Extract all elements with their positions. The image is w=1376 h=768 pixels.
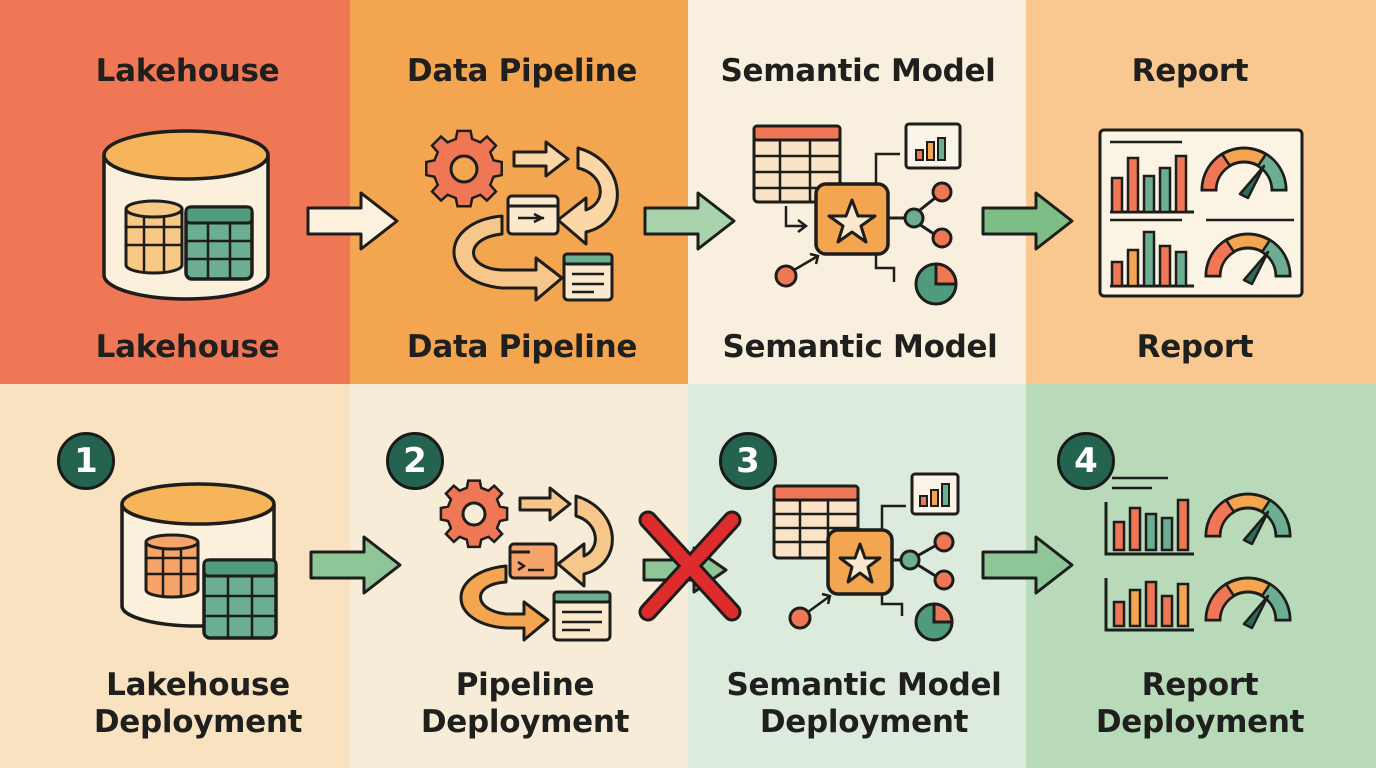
semantic-caption: Semantic Model	[722, 329, 998, 365]
database-icon	[102, 129, 270, 301]
pipeline-caption: Data Pipeline	[406, 329, 638, 365]
report-dashboard-icon	[1098, 128, 1304, 298]
step-badge-2: 2	[386, 432, 444, 490]
semantic-model-icon	[752, 122, 962, 306]
lakehouse-deployment-caption: Lakehouse Deployment	[48, 667, 348, 741]
report-deployment-caption: Report Deployment	[1050, 667, 1350, 741]
step-badge-3: 3	[719, 432, 777, 490]
arrow-right-icon	[643, 191, 736, 251]
lakehouse-caption: Lakehouse	[95, 329, 280, 365]
step-badge-4: 4	[1057, 432, 1115, 490]
arrow-right-icon	[981, 535, 1074, 595]
semantic-deployment-line2: Deployment	[759, 704, 969, 740]
report-deployment-line2: Deployment	[1095, 704, 1305, 740]
report-dashboard-icon	[1104, 476, 1292, 632]
lakehouse-deployment-line2: Deployment	[93, 704, 303, 740]
semantic-title: Semantic Model	[720, 53, 996, 89]
step-badge-1: 1	[57, 432, 115, 490]
pipeline-deployment-caption: Pipeline Deployment	[375, 667, 675, 741]
failed-cross-icon	[638, 510, 742, 622]
pipeline-deployment-line2: Deployment	[420, 704, 630, 740]
report-caption: Report	[1136, 329, 1254, 365]
panel-pipeline-top	[350, 0, 688, 384]
pipeline-deployment-line1: Pipeline	[455, 667, 595, 703]
report-title: Report	[1131, 53, 1249, 89]
pipeline-icon	[425, 129, 619, 302]
semantic-deployment-line1: Semantic Model	[726, 667, 1002, 703]
arrow-right-icon	[981, 191, 1074, 251]
semantic-deployment-caption: Semantic Model Deployment	[704, 667, 1024, 741]
pipeline-icon	[439, 479, 614, 642]
lakehouse-title: Lakehouse	[95, 53, 280, 89]
arrow-right-icon	[309, 535, 402, 595]
report-deployment-line1: Report	[1141, 667, 1259, 703]
database-icon	[120, 482, 278, 640]
semantic-model-icon	[772, 472, 960, 642]
pipeline-title: Data Pipeline	[406, 53, 638, 89]
arrow-right-icon	[306, 191, 399, 251]
lakehouse-deployment-line1: Lakehouse	[106, 667, 290, 703]
